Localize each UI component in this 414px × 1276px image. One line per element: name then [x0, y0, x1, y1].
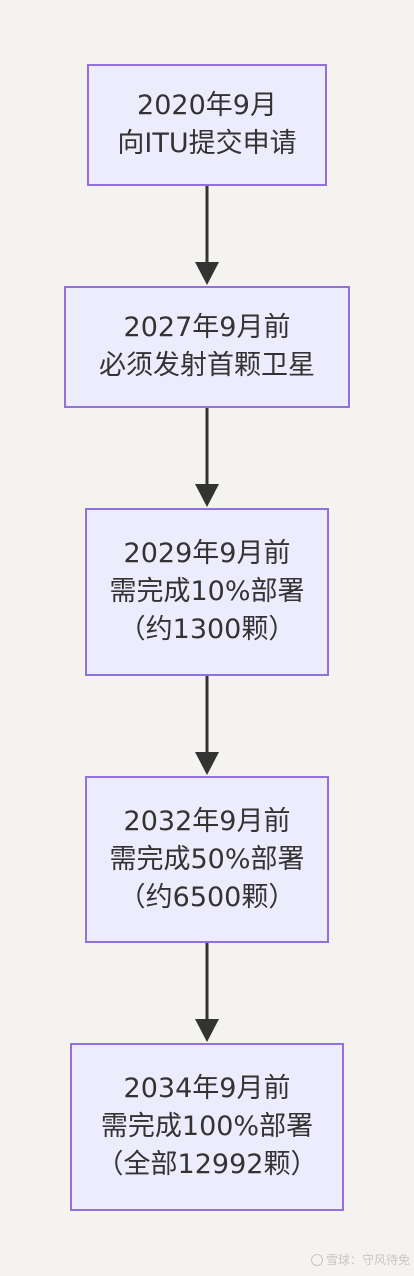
edge-4-5 — [195, 943, 219, 1042]
node-first-launch-text: 必须发射首颗卫星 — [99, 350, 315, 381]
node-itu-application: 2020年9月 向ITU提交申请 — [87, 64, 327, 186]
node-100-percent: 2034年9月前 需完成100%部署 （全部12992颗） — [70, 1043, 344, 1211]
node-100-percent-date: 2034年9月前 — [123, 1073, 291, 1104]
node-itu-application-date: 2020年9月 — [137, 90, 277, 121]
watermark-text: 雪球：守风待免 — [325, 1253, 410, 1267]
node-itu-application-text: 向ITU提交申请 — [117, 128, 297, 159]
node-10-percent: 2029年9月前 需完成10%部署 （约1300颗） — [85, 508, 329, 676]
edge-1-2 — [195, 186, 219, 285]
edge-3-4 — [195, 676, 219, 775]
xueqiu-logo-icon — [310, 1254, 323, 1266]
node-50-percent-text: 需完成50%部署 — [109, 843, 305, 875]
node-50-percent: 2032年9月前 需完成50%部署 （约6500颗） — [85, 776, 329, 943]
node-10-percent-count: （约1300颗） — [118, 614, 296, 645]
node-100-percent-text: 需完成100%部署 — [100, 1111, 314, 1142]
node-10-percent-text: 需完成10%部署 — [109, 576, 305, 607]
node-first-launch: 2027年9月前 必须发射首颗卫星 — [64, 286, 350, 408]
node-10-percent-date: 2029年9月前 — [123, 538, 291, 569]
node-first-launch-date: 2027年9月前 — [123, 312, 291, 343]
node-50-percent-date: 2032年9月前 — [123, 805, 291, 837]
node-100-percent-count: （全部12992颗） — [96, 1149, 318, 1180]
node-50-percent-count: （约6500颗） — [118, 881, 296, 913]
watermark: 雪球：守风待免 — [310, 1251, 410, 1268]
edge-2-3 — [195, 408, 219, 507]
